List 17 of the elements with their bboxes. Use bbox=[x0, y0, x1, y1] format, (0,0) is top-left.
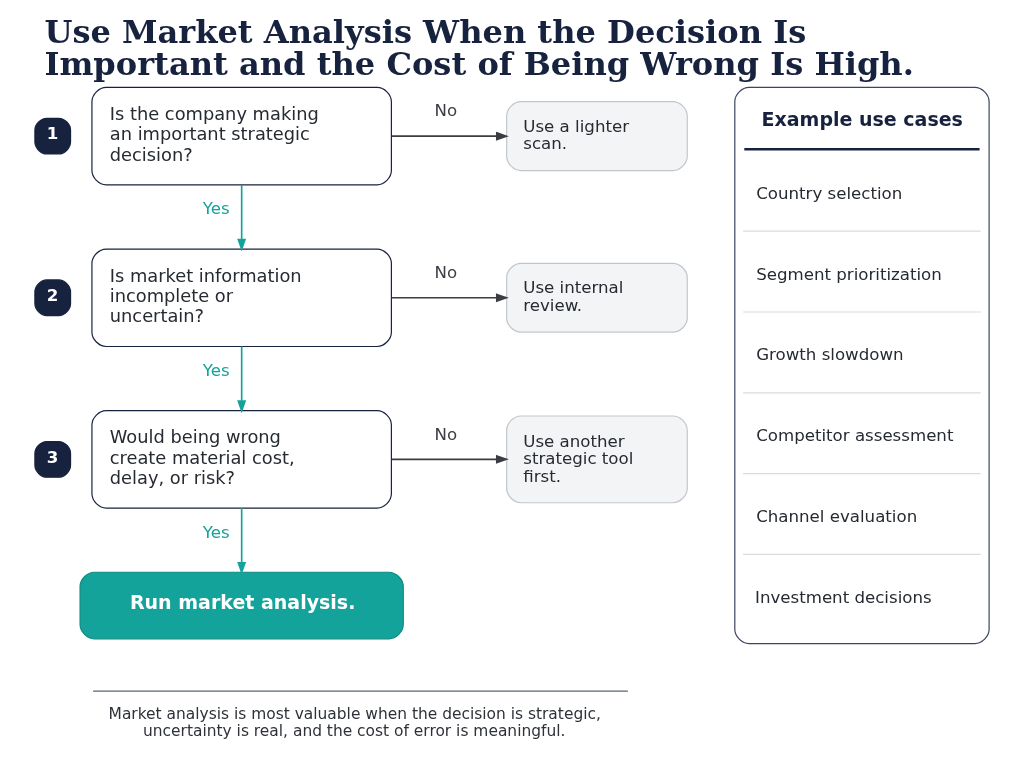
node-label: 2 bbox=[46, 285, 59, 305]
node-label: 1 bbox=[46, 123, 59, 143]
edge-label: Yes bbox=[202, 360, 230, 380]
arrow bbox=[237, 183, 247, 252]
diagram-title: Use Market Analysis When the Decision Is Important and the Cost of Being Wrong Is High. bbox=[44, 12, 914, 83]
arrow bbox=[390, 292, 509, 302]
node-label: 3 bbox=[46, 447, 59, 467]
arrow bbox=[237, 345, 247, 413]
edge-label: Yes bbox=[202, 522, 230, 542]
arrow bbox=[390, 131, 509, 141]
arrow bbox=[237, 506, 247, 575]
edge-label: No bbox=[434, 100, 458, 120]
arrow bbox=[390, 454, 509, 464]
caption: Market analysis is most valuable when the decision is strategic, uncertainty is real, and the cost of error is meaningful. bbox=[108, 704, 601, 740]
edge-label: No bbox=[434, 424, 458, 444]
edge-label: Yes bbox=[202, 198, 230, 218]
edge-label: No bbox=[434, 262, 458, 282]
